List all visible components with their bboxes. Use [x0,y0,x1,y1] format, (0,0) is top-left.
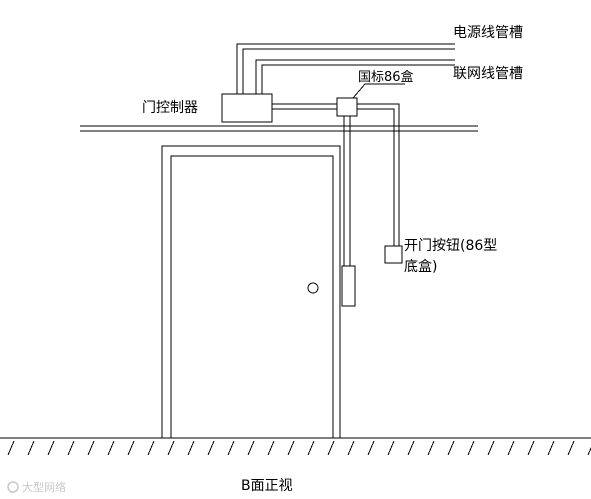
watermark-logo-icon [7,481,19,493]
lock-wires [343,116,351,266]
hatch-mark [27,440,35,456]
network-conduit [255,59,455,94]
hatch-mark [447,440,455,456]
hatch-mark [227,440,235,456]
hatch-mark [367,440,375,456]
hatch-mark [107,440,115,456]
door-controller-label: 门控制器 [142,100,198,116]
hatch-mark [467,440,475,456]
door-handle [307,282,319,294]
junction-box [336,97,358,117]
watermark-text: 大型网络 [22,480,66,494]
hatch-mark [347,440,355,456]
controller-wires [272,103,337,110]
hatch-mark [127,440,135,456]
hatch-mark [407,440,415,456]
hatch-mark [327,440,335,456]
hatch-mark [587,446,591,456]
view-caption: B面正视 [241,478,293,494]
power-conduit-label: 电源线管槽 [453,25,523,41]
junction-box-leader [352,83,405,99]
network-conduit-label: 联网线管槽 [453,66,523,82]
hatch-mark [567,440,575,456]
watermark: 大型网络 [7,480,66,494]
power-conduit [236,43,455,94]
exit-button-label-line1: 开门按钮(86型 [404,238,497,254]
hatch-mark [507,440,515,456]
hatch-mark [307,440,315,456]
hatch-mark [427,440,435,456]
hatch-mark [7,440,15,456]
hatch-mark [67,440,75,456]
hatch-mark [147,440,155,456]
hatch-mark [187,440,195,456]
hatch-mark [247,440,255,456]
hatch-mark [87,440,95,456]
floor-hatching [7,440,591,456]
exit-button-box [384,245,403,264]
hatch-mark [267,440,275,456]
hatch-mark [527,440,535,456]
hatch-mark [287,440,295,456]
ceiling [80,125,478,132]
hatch-mark [487,440,495,456]
junction-box-label: 国标86盒 [358,69,414,85]
exit-button-wires [357,103,400,246]
door-controller-box [221,93,273,123]
hatch-mark [207,440,215,456]
exit-button-label-line2: 底盒) [404,258,437,275]
electric-lock [341,265,356,307]
hatch-mark [387,440,395,456]
door-frame [161,145,341,438]
hatch-mark [547,440,555,456]
hatch-mark [167,440,175,456]
hatch-mark [47,440,55,456]
